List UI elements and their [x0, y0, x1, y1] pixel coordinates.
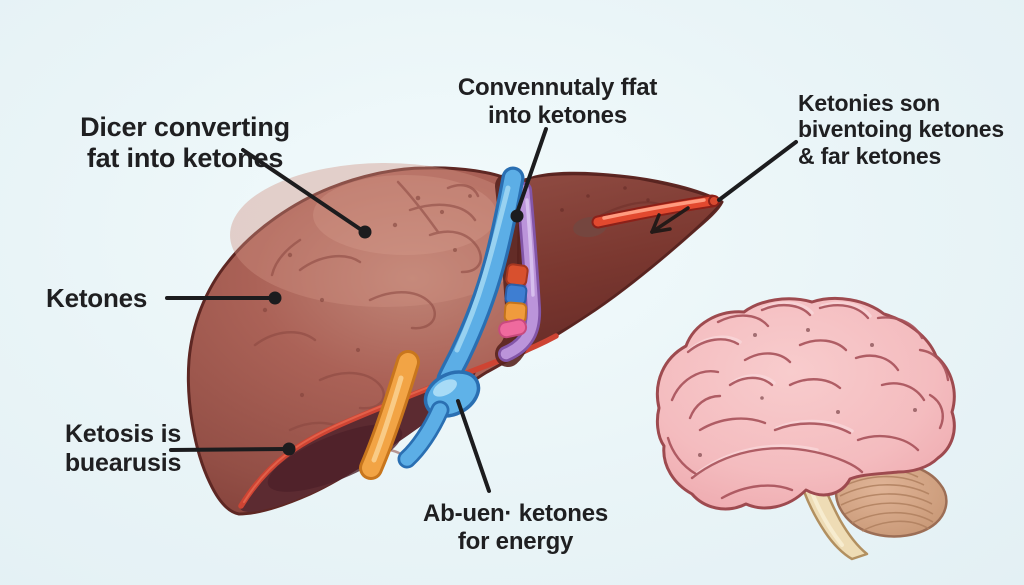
leader-lines [165, 127, 798, 493]
label-bottom-center-line1: Ab-uen· ketones [422, 500, 609, 527]
cerebellum [834, 460, 948, 538]
leader-dot-top-center [510, 209, 524, 223]
red-vessel [573, 194, 720, 238]
label-bottom-left: Ketosis is buearusis [38, 420, 208, 478]
label-top-center-line1: Convennutaly ffat [457, 74, 658, 101]
leader-dot-bottom-left [282, 442, 296, 456]
vessel-bands [498, 263, 529, 339]
leader-top-right [717, 140, 798, 202]
label-top-left: Dicer converting fat into ketones [30, 112, 340, 174]
gallbladder [397, 370, 481, 469]
leader-bottom-center [456, 399, 491, 493]
liver-underside-shadow [267, 424, 403, 492]
label-top-center: Convennutaly ffat into ketones [440, 74, 675, 129]
liver-rim-highlight [243, 372, 465, 503]
label-bottom-center-line2: for energy [457, 527, 574, 555]
label-top-left-line1: Dicer converting [80, 112, 290, 142]
brain-illustration [655, 296, 956, 561]
label-top-center-line2: into ketones [488, 101, 627, 129]
liver-illustration [186, 163, 724, 516]
leader-top-left [241, 148, 365, 233]
label-bottom-left-line1: Ketosis is [64, 420, 182, 448]
leader-dot-ketones [268, 291, 282, 305]
leader-dot-top-left [358, 225, 372, 239]
purple-vessel [498, 182, 542, 362]
label-bottom-left-line2: buearusis [64, 448, 182, 477]
label-top-right-line3: & far ketones [798, 142, 942, 169]
liver-highlight-2 [313, 175, 497, 255]
brain-speckles [698, 328, 917, 457]
blue-vessel [436, 166, 525, 391]
label-bottom-center: Ab-uen· ketones for energy [398, 500, 633, 555]
arrow-icon [650, 206, 690, 234]
leader-top-center [515, 127, 548, 215]
cerebrum [655, 296, 956, 511]
liver-right-speckles [560, 186, 650, 212]
orange-duct [359, 350, 420, 480]
label-top-right-line1: Ketonies son [798, 90, 941, 116]
band-blue [504, 283, 528, 306]
liver-speckles [262, 194, 472, 398]
label-ketones: Ketones [46, 283, 148, 314]
label-top-right: Ketonies son biventoing ketones & far ke… [798, 90, 1023, 169]
band-pink [498, 318, 528, 339]
leader-bottom-left [169, 447, 288, 452]
label-top-right-line2: biventoing ketones [798, 116, 1004, 143]
gyri-lines [666, 303, 950, 500]
label-ketones-line1: Ketones [46, 283, 148, 313]
label-top-left-line2: fat into ketones [86, 143, 284, 174]
band-red [505, 263, 529, 287]
